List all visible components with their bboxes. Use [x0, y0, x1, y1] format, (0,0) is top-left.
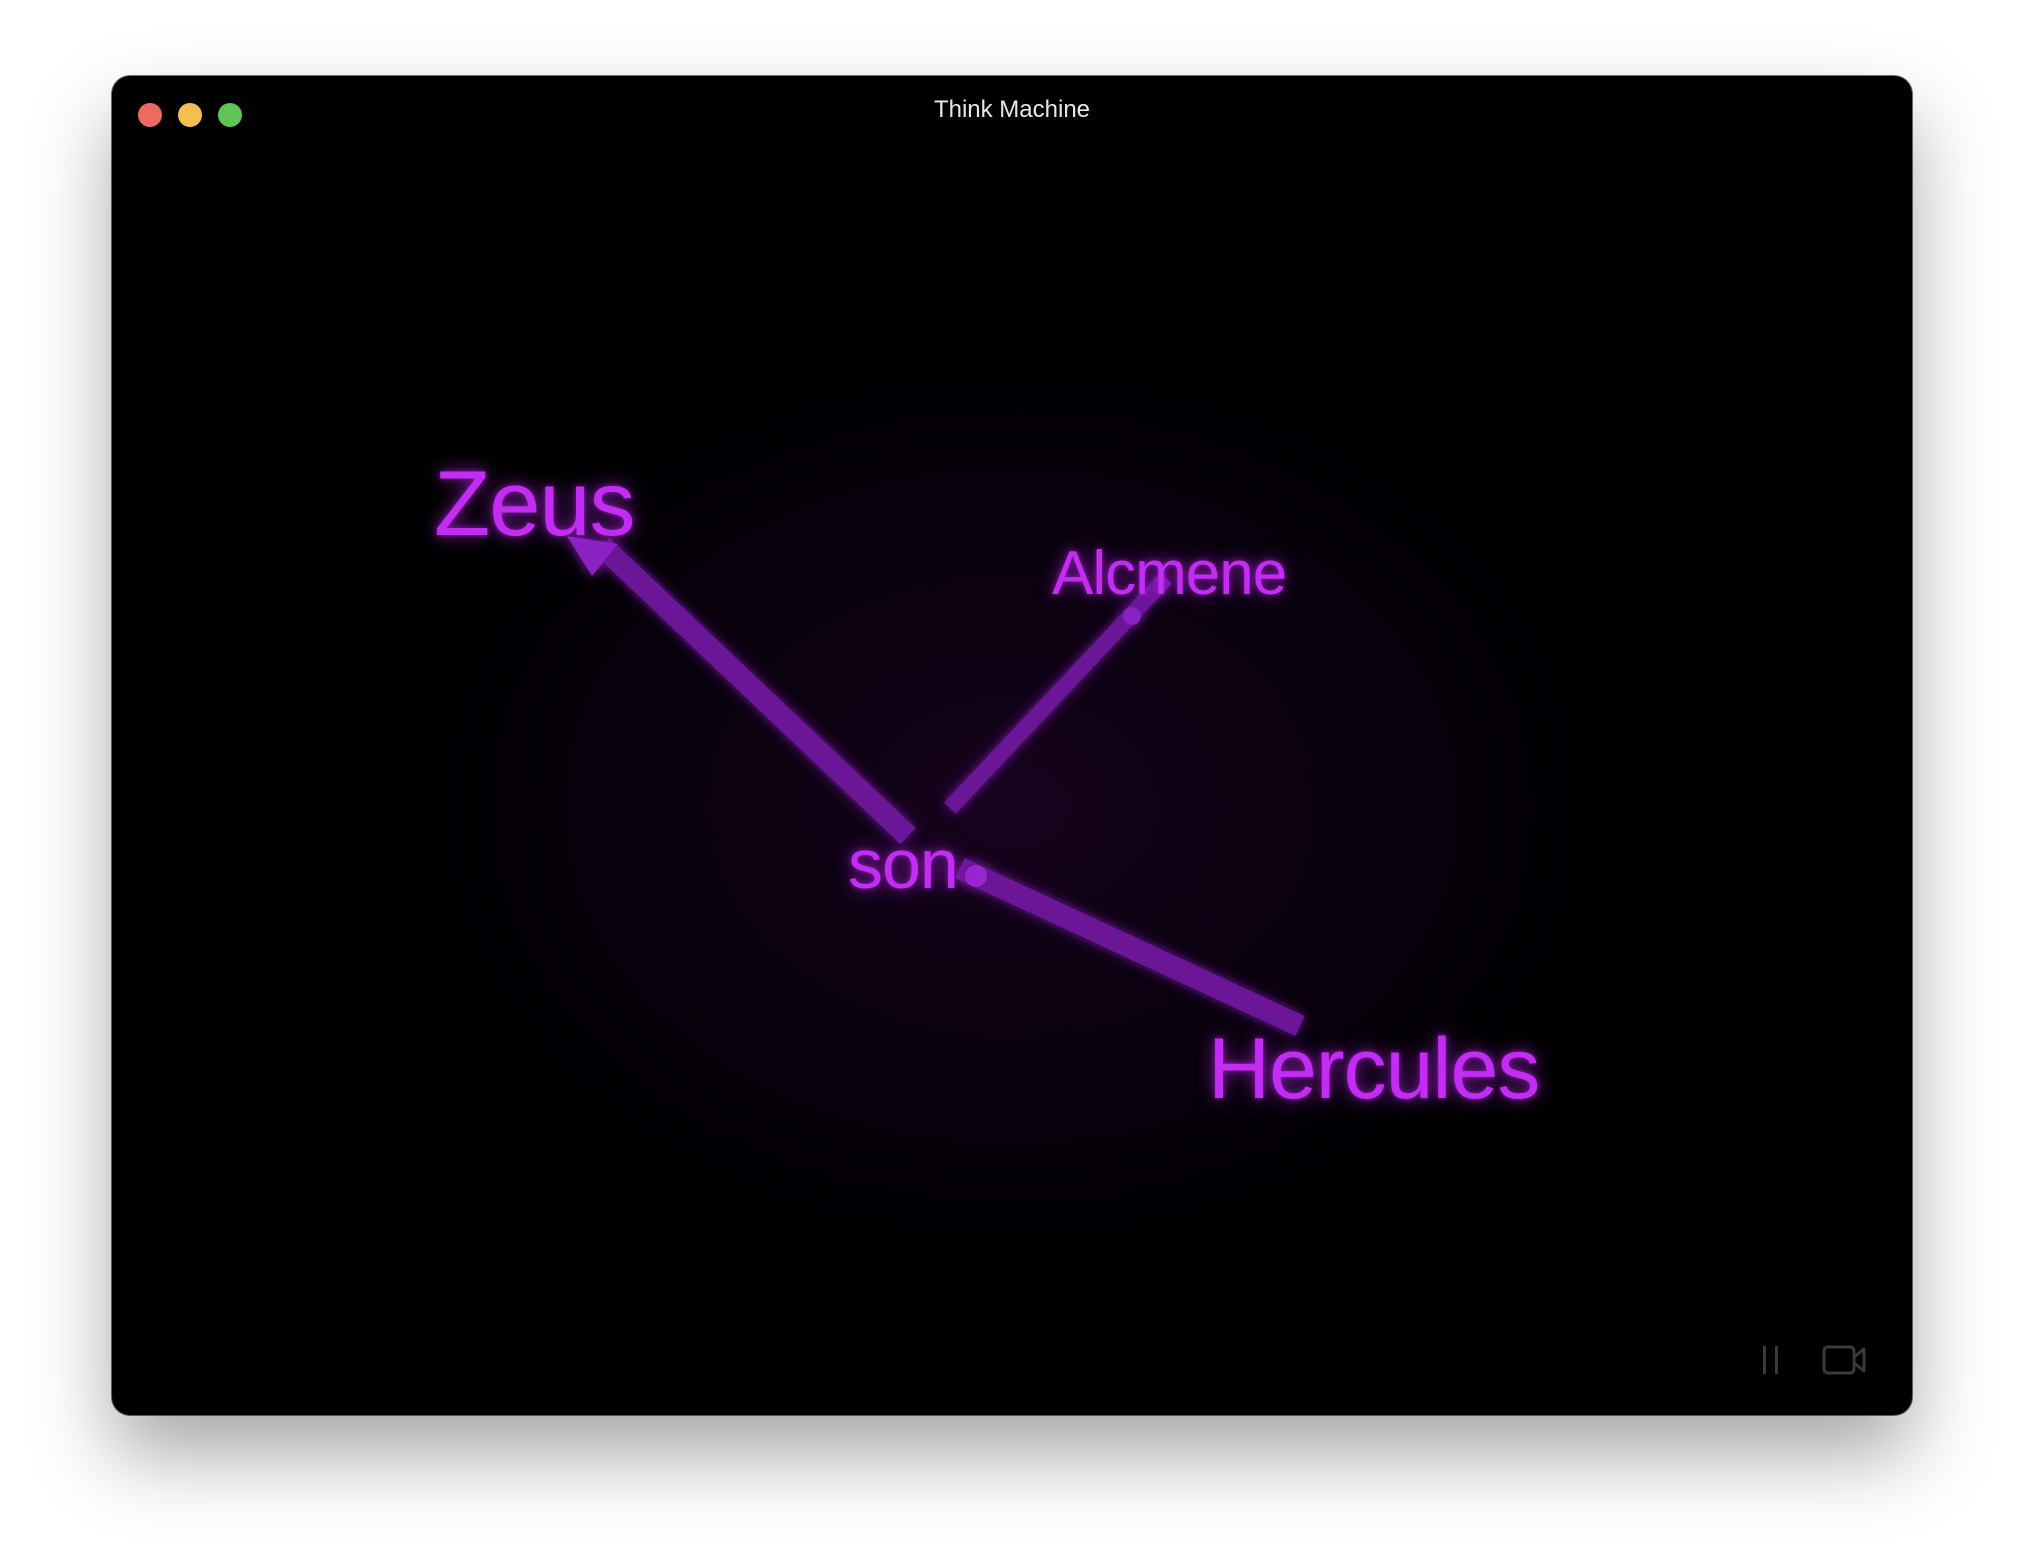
pause-button[interactable]: [1760, 1344, 1782, 1381]
playback-controls: [1760, 1344, 1866, 1381]
edge-son-zeus: [594, 538, 916, 844]
app-window: Zeus Alcmene son Hercules Think Machine: [112, 76, 1912, 1415]
edge-son-alcmene-arrowhead: [1123, 607, 1141, 625]
title-bar[interactable]: Think Machine: [112, 76, 1912, 142]
video-camera-icon: [1822, 1345, 1866, 1375]
node-zeus[interactable]: Zeus: [434, 453, 636, 555]
edge-son-hercules: [955, 858, 1305, 1036]
graph-canvas[interactable]: Zeus Alcmene son Hercules: [112, 76, 1912, 1415]
pause-icon: [1763, 1346, 1778, 1374]
ambient-glow: [272, 246, 1752, 1366]
window-title: Think Machine: [933, 96, 1091, 123]
node-son[interactable]: son: [848, 825, 959, 903]
edge-son-hercules-arrowhead: [965, 865, 987, 887]
close-window-button[interactable]: [138, 103, 162, 127]
edge-son-zeus-arrowhead: [567, 536, 618, 576]
node-alcmene[interactable]: Alcmene: [1052, 539, 1287, 608]
node-hercules[interactable]: Hercules: [1208, 1021, 1540, 1117]
graph-edges: [272, 246, 1752, 1366]
minimize-window-button[interactable]: [178, 103, 202, 127]
zoom-window-button[interactable]: [218, 103, 242, 127]
record-button[interactable]: [1822, 1344, 1866, 1381]
